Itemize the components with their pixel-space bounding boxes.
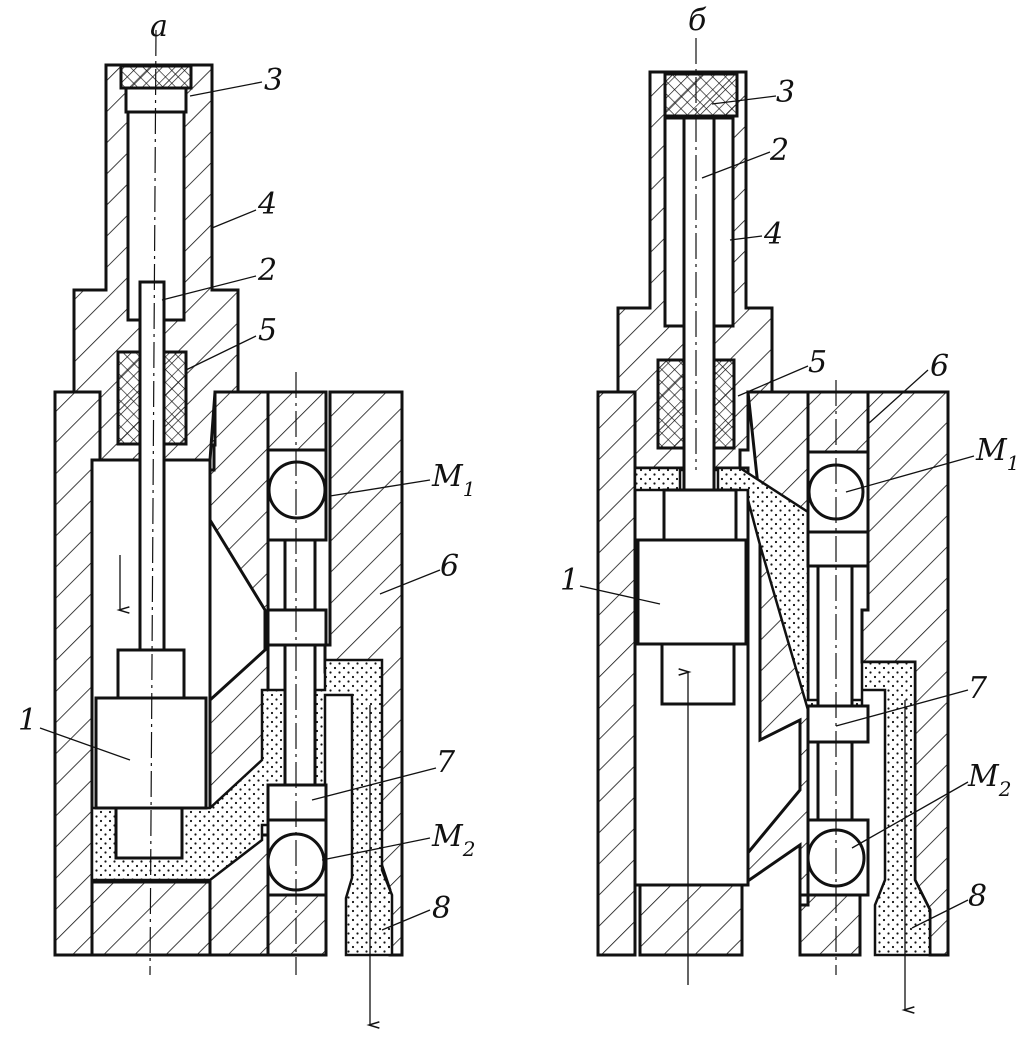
view-b-label-1: 1 <box>560 563 579 598</box>
view-b-labels: б 3 2 4 5 6 M1 7 M2 8 1 <box>560 3 1019 914</box>
view-b-piston <box>636 488 748 706</box>
view-a-label-3: 3 <box>264 63 283 98</box>
view-b-label-m2: M2 <box>967 759 1011 801</box>
view-a-labels: а 3 4 2 5 M1 6 7 M2 8 1 <box>18 9 475 926</box>
view-b-fluid <box>633 466 932 957</box>
view-b-label-5: 5 <box>808 345 827 380</box>
view-b-letter: б <box>688 3 707 38</box>
view-b-label-8: 8 <box>968 879 987 914</box>
view-a-label-m2: M2 <box>431 819 475 861</box>
view-a-valve-ball-m1 <box>267 460 327 520</box>
view-a-label-1: 1 <box>18 703 37 738</box>
view-a-letter: а <box>150 9 168 44</box>
view-a-label-7: 7 <box>436 745 456 780</box>
view-b-label-4: 4 <box>763 217 783 252</box>
view-a-label-2: 2 <box>257 253 277 288</box>
view-a-axis <box>149 29 157 976</box>
view-b-label-m1: M1 <box>975 433 1019 475</box>
view-b-rod <box>682 116 716 500</box>
view-b-label-2: 2 <box>769 133 789 168</box>
view-a-label-8: 8 <box>432 891 451 926</box>
view-a-label-m1: M1 <box>431 459 475 501</box>
view-a-valves <box>266 448 328 897</box>
view-b-label-3: 3 <box>776 75 795 110</box>
view-a-leaders <box>39 81 441 931</box>
view-b-valves <box>806 450 870 897</box>
view-b-label-7: 7 <box>968 671 988 706</box>
view-a-fluid <box>90 658 394 957</box>
view-a-label-5: 5 <box>258 313 277 348</box>
view-a-label-6: 6 <box>440 549 459 584</box>
view-a: а 3 4 2 5 M1 6 7 M2 8 1 <box>18 9 475 1029</box>
view-b-leaders <box>579 95 975 929</box>
view-b-label-6: 6 <box>930 349 949 384</box>
view-b: б 3 2 4 5 6 M1 7 M2 8 1 <box>560 3 1019 1014</box>
view-a-label-4: 4 <box>257 187 277 222</box>
